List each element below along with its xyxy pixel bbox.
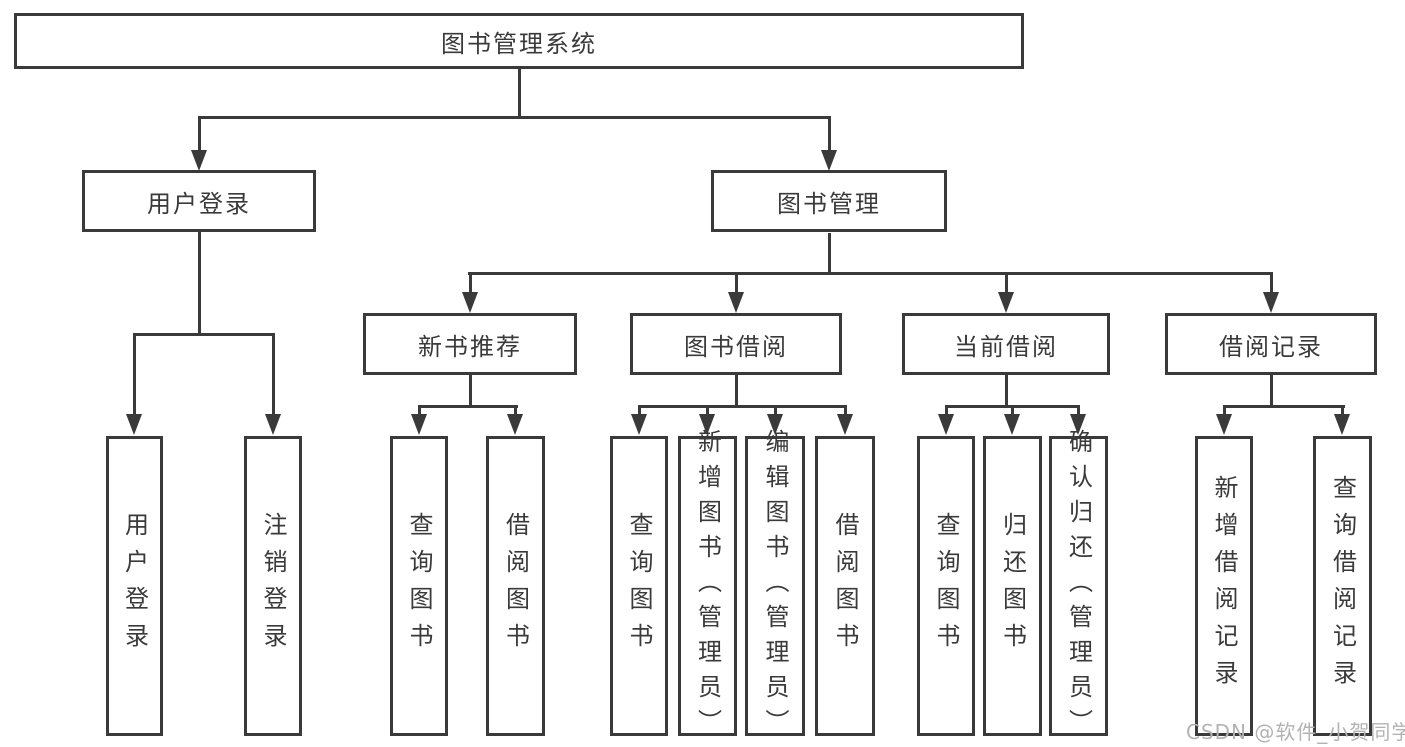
node-borrow-records-label: 借阅记录 [1219,332,1323,361]
arrow-down-icon [191,150,207,171]
node-borrow-books-label: 借阅图书 [831,512,859,660]
node-confirm-return-admin: 确认归还（管理员） [1049,429,1108,744]
connector-line [638,405,641,416]
connector-line [1270,272,1273,294]
arrow-down-icon [126,414,142,435]
arrow-down-icon [462,292,478,313]
arrow-down-icon [265,414,281,435]
connector-line [272,333,275,415]
connector-line [469,272,472,294]
node-book-management-label: 图书管理 [777,189,881,218]
arrow-down-icon [938,414,954,435]
connector-line [133,333,136,415]
connector-line [735,272,738,294]
node-add-borrow-record: 新增借阅记录 [1195,436,1253,736]
arrow-down-icon [998,292,1014,313]
arrow-down-icon [1004,414,1020,435]
node-root: 图书管理系统 [14,13,1024,69]
connector-line [469,375,472,408]
arrow-down-icon [767,414,783,435]
node-query-borrow-record-label: 查询借阅记录 [1328,475,1357,697]
node-root-label: 图书管理系统 [441,29,597,58]
node-query-books-current-label: 查询图书 [932,512,960,660]
node-borrow-records: 借阅记录 [1165,313,1377,375]
connector-line [1077,405,1080,416]
csdn-watermark: CSDN @软件_小贺同学 [1186,720,1405,744]
node-return-books-label: 归还图书 [998,512,1027,660]
connector-line [945,405,948,416]
connector-line [1005,375,1008,408]
connector-line [514,405,517,416]
connector-line [198,116,201,154]
node-book-borrow: 图书借阅 [630,313,842,375]
arrow-down-icon [1334,414,1350,435]
node-current-borrow-label: 当前借阅 [954,332,1058,361]
node-confirm-return-admin-label: 确认归还（管理员） [1064,428,1093,744]
arrow-down-icon [411,414,427,435]
arrow-down-icon [699,414,715,435]
connector-line [1223,405,1226,416]
node-borrow-books-recommend: 借阅图书 [486,436,545,736]
connector-line [828,233,831,275]
connector-line [133,333,275,336]
connector-line [1005,272,1008,294]
node-query-books-current: 查询图书 [917,436,975,736]
connector-line [418,405,518,408]
node-book-management: 图书管理 [711,170,947,232]
node-edit-book-admin-label: 编辑图书（管理员） [761,428,789,744]
arrow-down-icon [631,414,647,435]
arrow-down-icon [837,414,853,435]
node-add-borrow-record-label: 新增借阅记录 [1210,475,1238,697]
connector-line [735,375,738,408]
connector-line [638,405,847,408]
node-user-login-leaf-label: 用户登录 [120,512,149,660]
node-query-borrow-record: 查询借阅记录 [1313,436,1372,736]
connector-line [198,232,201,336]
arrow-down-icon [1216,414,1232,435]
node-add-book-admin-label: 新增图书（管理员） [693,428,722,744]
node-query-books-borrow-label: 查询图书 [625,512,653,660]
node-borrow-books: 借阅图书 [815,436,875,736]
arrow-down-icon [821,150,837,171]
connector-line [774,405,777,416]
node-query-books-borrow: 查询图书 [610,436,668,736]
node-return-books: 归还图书 [983,436,1042,736]
arrow-down-icon [507,414,523,435]
node-edit-book-admin: 编辑图书（管理员） [745,429,805,744]
node-add-book-admin: 新增图书（管理员） [678,429,737,744]
arrow-down-icon [728,292,744,313]
connector-line [828,116,831,154]
arrow-down-icon [1263,292,1279,313]
node-current-borrow: 当前借阅 [902,313,1110,375]
node-user-login-label: 用户登录 [147,189,251,218]
node-logout: 注销登录 [244,436,302,736]
connector-line [1341,405,1344,416]
connector-line [518,69,521,117]
node-book-borrow-label: 图书借阅 [684,332,788,361]
node-borrow-books-recommend-label: 借阅图书 [501,512,530,660]
connector-line [706,405,709,416]
connector-line [1011,405,1014,416]
connector-line [1270,375,1273,408]
connector-line [418,405,421,416]
node-logout-label: 注销登录 [259,512,287,660]
node-user-login: 用户登录 [82,170,316,232]
connector-line [198,116,831,119]
connector-line [1223,405,1345,408]
connector-line [844,405,847,416]
arrow-down-icon [1070,414,1086,435]
node-new-book-recommend: 新书推荐 [363,313,577,375]
node-new-book-recommend-label: 新书推荐 [418,332,522,361]
connector-line [468,272,1273,275]
node-query-books-recommend-label: 查询图书 [405,512,433,660]
node-user-login-leaf: 用户登录 [106,436,163,736]
node-query-books-recommend: 查询图书 [390,436,448,736]
